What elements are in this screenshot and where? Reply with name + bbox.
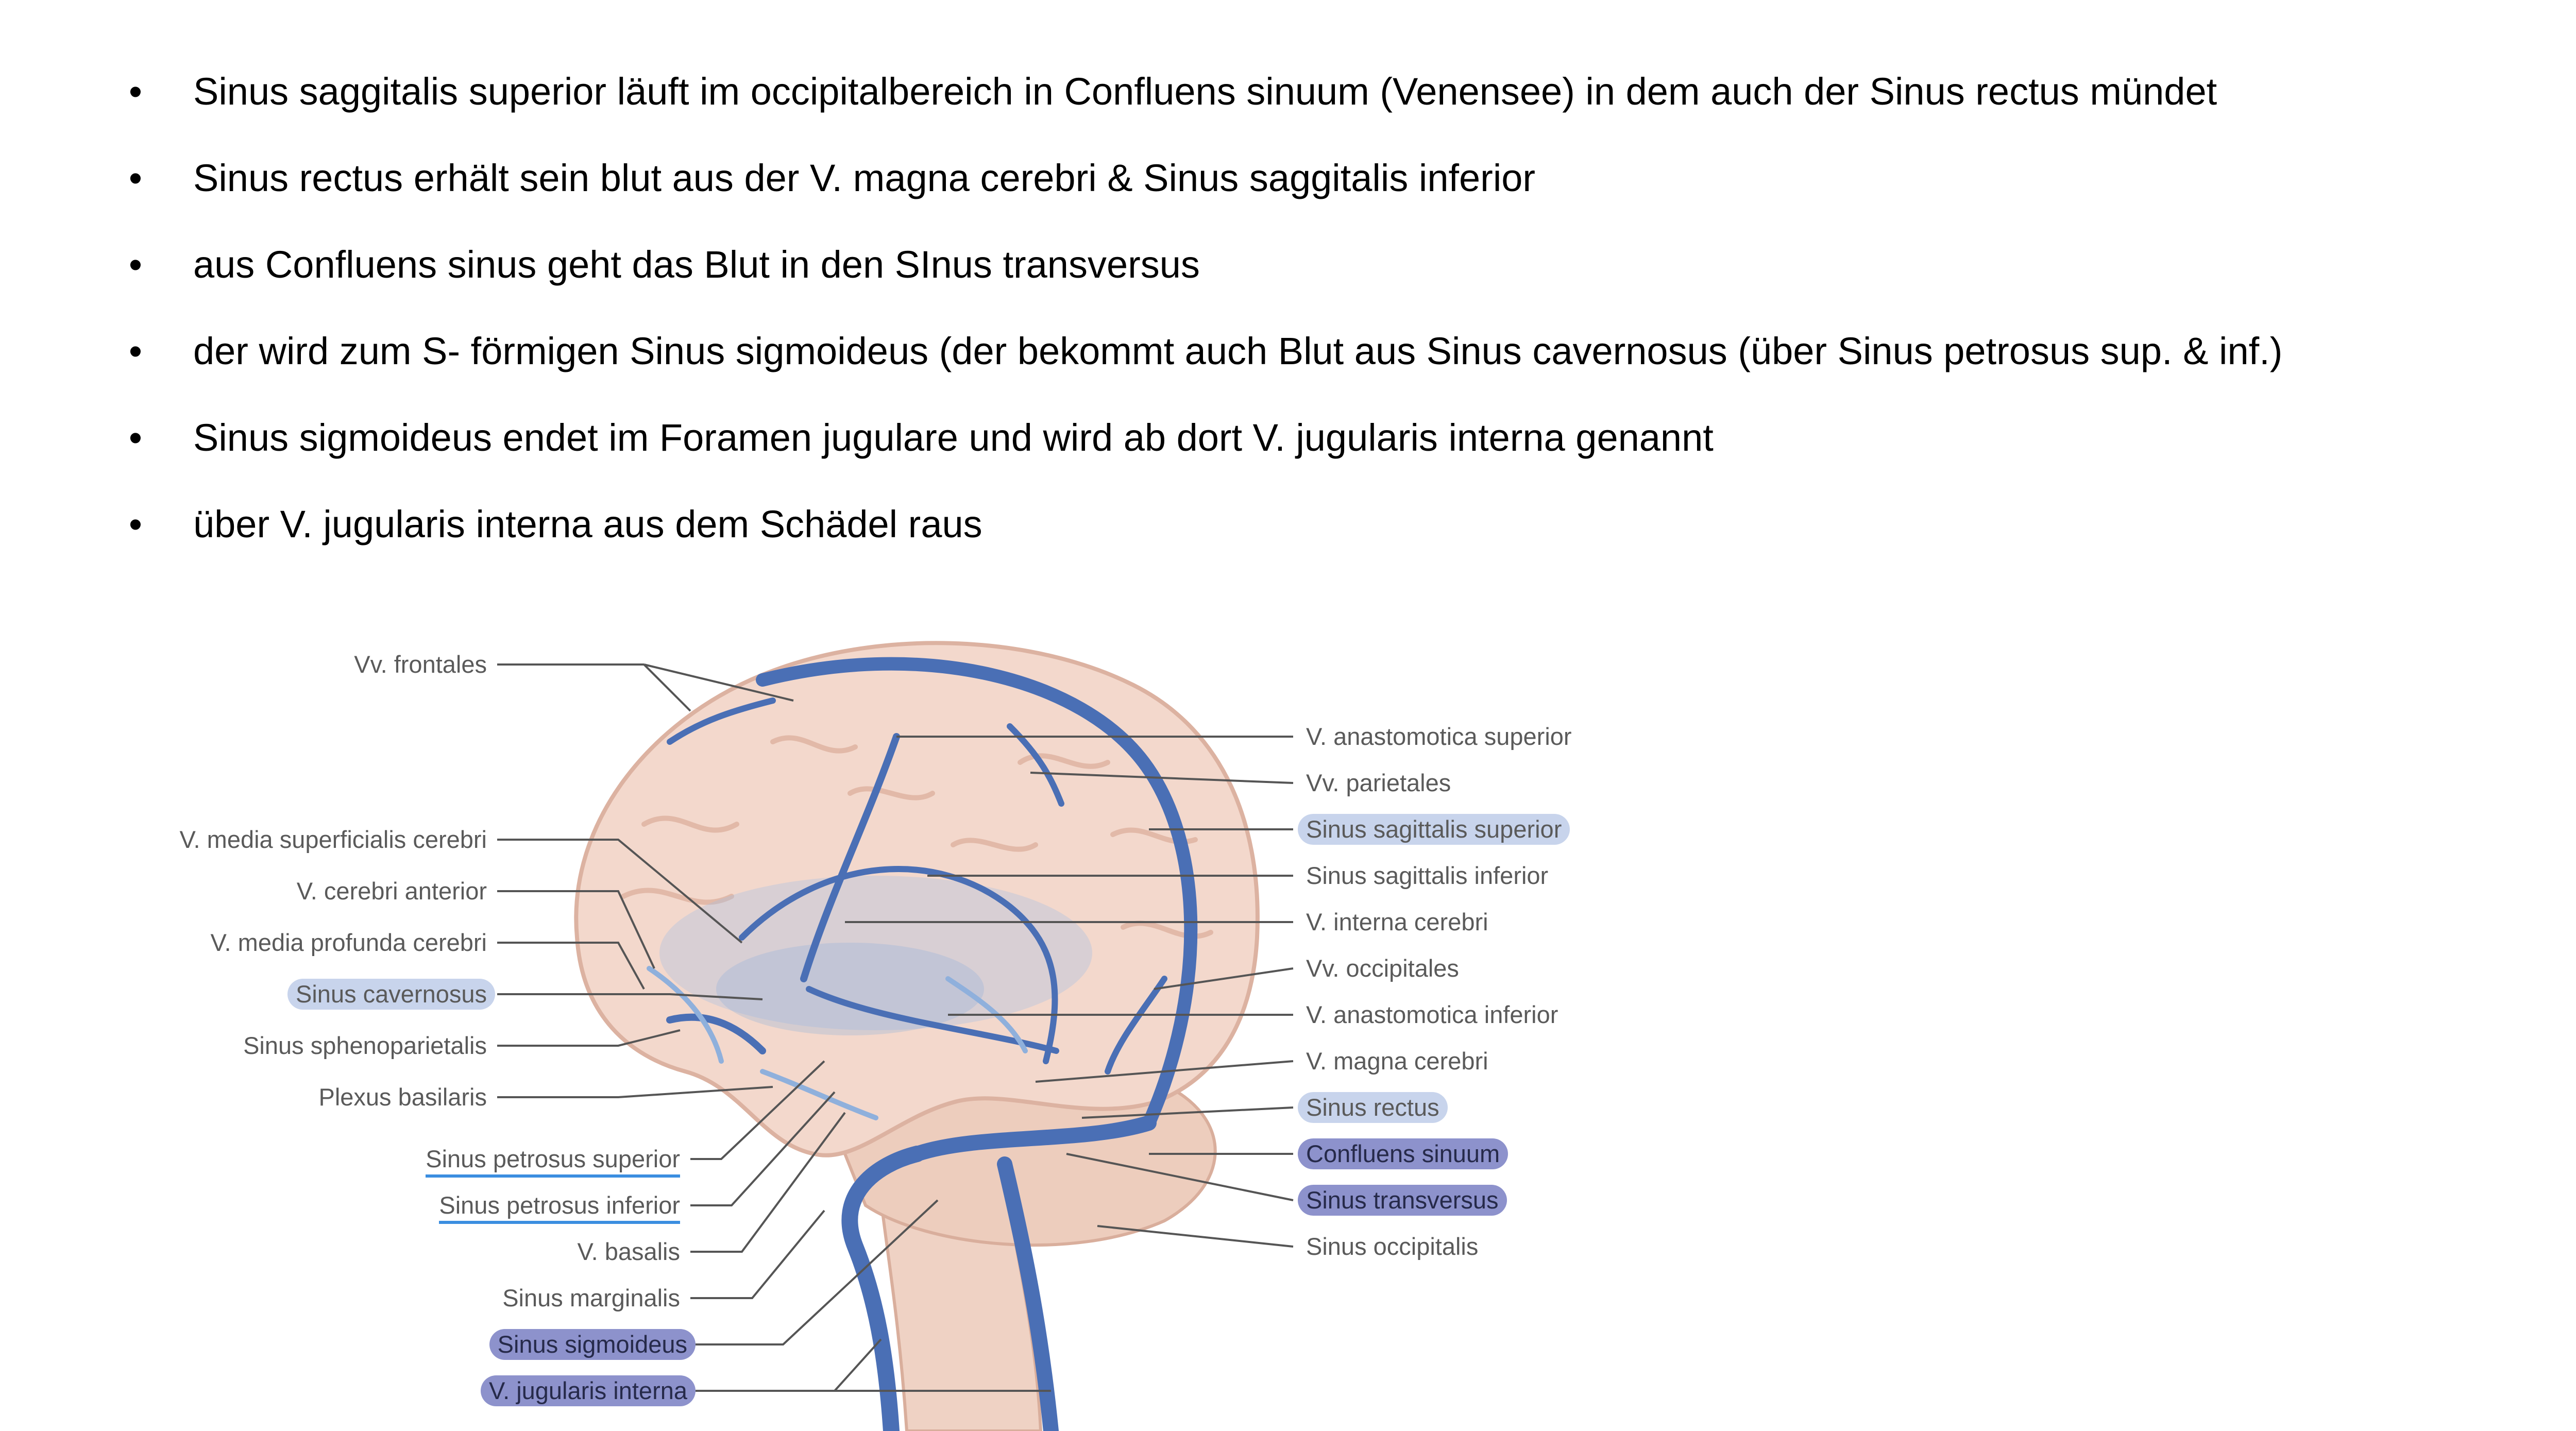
bullet-text: aus Confluens sinus geht das Blut in den… (193, 243, 1200, 286)
bullet-text: Sinus saggitalis superior läuft im occip… (193, 70, 2217, 113)
bullet-text: über V. jugularis interna aus dem Schäde… (193, 503, 982, 546)
label-plexus-basilaris: Plexus basilaris (318, 1083, 487, 1111)
label-sinus-marginalis: Sinus marginalis (502, 1284, 680, 1311)
leader-lines (497, 663, 1294, 1392)
sinus-sagittalis-superior-vessel (756, 657, 1198, 1130)
label-sinus-transversus: Sinus transversus (1298, 1185, 1507, 1216)
bullet-item: • der wird zum S- förmigen Sinus sigmoide… (129, 327, 2550, 413)
bullet-marker: • (129, 243, 142, 286)
label-sinus-sagittalis-superior: Sinus sagittalis superior (1298, 814, 1570, 845)
label-vv-parietales: Vv. parietales (1306, 769, 1451, 796)
ventricle-region (716, 943, 984, 1035)
label-v-jugularis-interna: V. jugularis interna (481, 1375, 696, 1406)
label-v-anastomotica-inferior: V. anastomotica inferior (1306, 1001, 1558, 1028)
label-sinus-sagittalis-inferior: Sinus sagittalis inferior (1306, 862, 1549, 889)
bullet-item: • aus Confluens sinus geht das Blut in de… (129, 240, 2550, 327)
cerebrum-shape (574, 641, 1260, 1157)
bullet-marker: • (129, 70, 142, 113)
bullet-text: Sinus rectus erhält sein blut aus der V.… (193, 157, 1536, 199)
label-v-interna-cerebri: V. interna cerebri (1306, 908, 1488, 935)
bullet-marker: • (129, 416, 142, 459)
venous-sinuses (666, 657, 1198, 1431)
label-v-cerebri-anterior: V. cerebri anterior (296, 877, 487, 905)
label-sinus-occipitalis: Sinus occipitalis (1306, 1233, 1479, 1260)
label-confluens-sinuum: Confluens sinuum (1298, 1138, 1509, 1169)
label-v-media-superficialis-cerebri: V. media superficialis cerebri (179, 826, 487, 853)
bullet-marker: • (129, 157, 142, 199)
label-vv-frontales: Vv. frontales (354, 651, 487, 678)
label-v-media-profunda-cerebri: V. media profunda cerebri (210, 929, 487, 956)
label-v-basalis: V. basalis (577, 1238, 680, 1265)
label-sinus-petrosus-inferior: Sinus petrosus inferior (439, 1190, 680, 1224)
label-sinus-cavernosus: Sinus cavernosus (287, 979, 495, 1010)
label-sinus-rectus: Sinus rectus (1298, 1092, 1448, 1123)
label-sinus-sphenoparietalis: Sinus sphenoparietalis (243, 1032, 487, 1059)
bullet-text: Sinus sigmoideus endet im Foramen jugula… (193, 416, 1714, 459)
v-anastomotica-superior-vessel (800, 733, 900, 982)
venous-sinus-diagram: Vv. frontales V. media superficialis cer… (0, 608, 2576, 1431)
label-v-magna-cerebri: V. magna cerebri (1306, 1047, 1488, 1075)
sinus-cavernosus-vessel (666, 1013, 766, 1054)
sinus-sigmoideus-vessel (841, 1146, 925, 1431)
vv-occipitales-vessel (1105, 976, 1167, 1075)
bullet-item: • Sinus sigmoideus endet im Foramen jugul… (129, 413, 2550, 500)
light-veins (647, 966, 1028, 1120)
label-vv-occipitales: Vv. occipitales (1306, 955, 1459, 982)
label-sinus-sigmoideus: Sinus sigmoideus (489, 1329, 696, 1360)
sinus-transversus-vessel (909, 1115, 1157, 1162)
sinus-sagittalis-inferior-vessel (739, 866, 1058, 1064)
bullet-item: • Sinus saggitalis superior läuft im occi… (129, 67, 2550, 154)
label-v-anastomotica-superior: V. anastomotica superior (1306, 723, 1572, 750)
brain-illustration (574, 641, 1260, 1431)
bullet-list: • Sinus saggitalis superior läuft im occi… (129, 67, 2550, 586)
label-sinus-petrosus-superior: Sinus petrosus superior (426, 1144, 680, 1178)
v-frontales-vessel (667, 697, 776, 745)
bullet-item: • Sinus rectus erhält sein blut aus der V… (129, 154, 2550, 240)
bullet-marker: • (129, 330, 142, 372)
bullet-marker: • (129, 503, 142, 546)
bullet-item: • über V. jugularis interna aus dem Schäd… (129, 500, 2550, 586)
bullet-text: der wird zum S- förmigen Sinus sigmoideu… (193, 330, 2283, 372)
